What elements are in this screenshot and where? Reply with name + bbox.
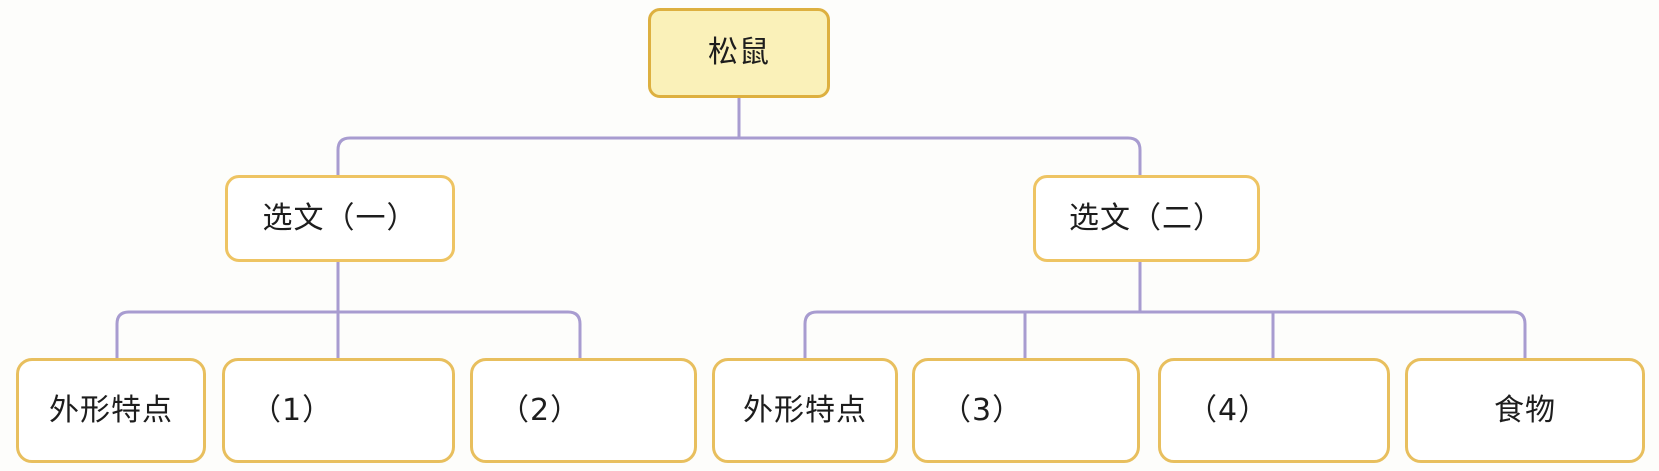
node-xuanwen-2[interactable]: 选文（二） [1033,175,1260,262]
node-waixing-tedian-2[interactable]: 外形特点 [712,358,898,463]
node-xuanwen-1-label: 选文（一） [262,200,418,236]
node-waixing-tedian-1-label: 外形特点 [49,392,173,428]
node-root[interactable]: 松鼠 [648,8,830,98]
node-shiwu[interactable]: 食物 [1405,358,1645,463]
node-root-label: 松鼠 [708,35,770,70]
connector-root-bus [336,136,1142,177]
node-item-3[interactable]: （3） [912,358,1140,463]
node-item-2-label: （2） [499,392,582,428]
node-item-1[interactable]: （1） [222,358,455,463]
connector-left-bus [115,310,582,360]
node-xuanwen-1[interactable]: 选文（一） [225,175,455,262]
node-item-4[interactable]: （4） [1158,358,1390,463]
node-item-4-label: （4） [1187,392,1270,428]
node-shiwu-label: 食物 [1494,392,1556,428]
node-item-2[interactable]: （2） [470,358,697,463]
connector-right-bus [803,310,1527,360]
node-xuanwen-2-label: 选文（二） [1069,200,1224,236]
node-waixing-tedian-2-label: 外形特点 [743,392,867,428]
node-waixing-tedian-1[interactable]: 外形特点 [16,358,206,463]
node-item-3-label: （3） [941,392,1024,428]
node-item-1-label: （1） [251,392,334,428]
